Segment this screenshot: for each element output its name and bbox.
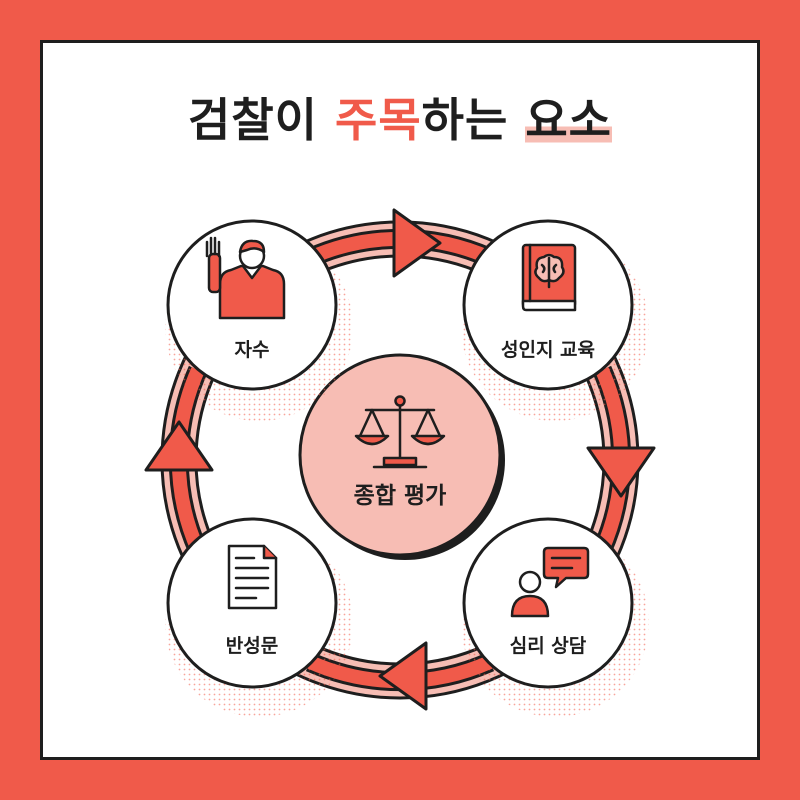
scales-icon [354, 395, 446, 469]
arrow-down-icon [586, 446, 656, 498]
node-label-apology-letter: 반성문 [226, 635, 278, 657]
center-node: 종합 평가 [298, 353, 505, 560]
title-accent: 주목 [335, 93, 422, 147]
node-counseling: 심리 상담 [461, 517, 649, 717]
raised-hand-person-icon [205, 236, 286, 320]
node-apology-letter: 반성문 [165, 517, 353, 717]
counseling-speech-icon [510, 546, 590, 618]
node-label-counseling: 심리 상담 [510, 635, 587, 657]
title-part-2: 하는 [421, 93, 526, 147]
node-label-gender-education: 성인지 교육 [501, 339, 595, 361]
arrow-left-icon [378, 641, 428, 711]
page-title: 검찰이 주목하는 요소 [40, 84, 760, 150]
arrow-right-icon [392, 208, 442, 278]
title-part-1: 검찰이 [188, 93, 336, 147]
title-highlight: 요소 [525, 93, 612, 147]
document-icon [227, 544, 278, 610]
arrow-up-icon [144, 420, 214, 472]
node-gender-education: 성인지 교육 [461, 219, 649, 421]
node-label-self-surrender: 자수 [235, 339, 270, 361]
brain-book-icon [521, 243, 577, 312]
node-self-surrender: 자수 [165, 219, 353, 421]
center-label: 종합 평가 [354, 483, 447, 509]
